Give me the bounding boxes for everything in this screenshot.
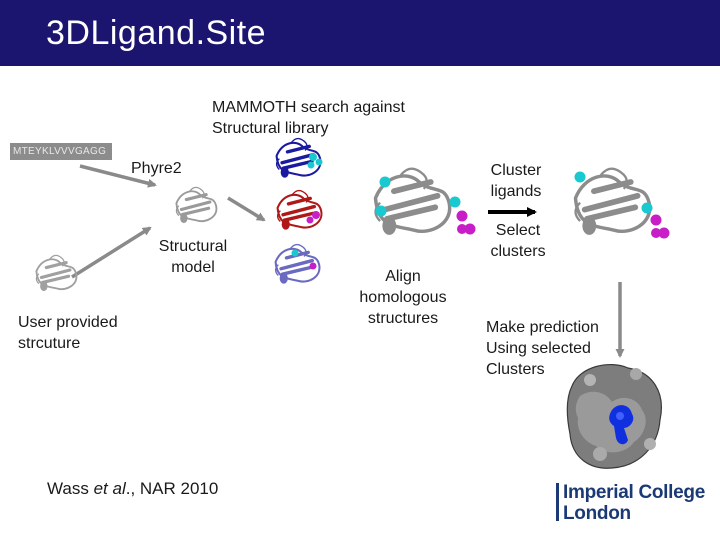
- citation-italic: et al: [93, 479, 126, 498]
- align-label: Align homologous structures: [346, 266, 460, 329]
- predict-label: Make prediction Using selected Clusters: [486, 317, 599, 380]
- search-label: MAMMOTH search against Structural librar…: [212, 97, 405, 139]
- select-label: Select clusters: [480, 220, 556, 262]
- phyre-label: Phyre2: [131, 160, 182, 177]
- select-label-line2: clusters: [490, 243, 546, 260]
- library-hit-red: [275, 188, 324, 232]
- search-label-line2: Structural library: [212, 120, 329, 137]
- title-bar: 3DLigand.Site: [0, 0, 720, 66]
- clustered-structures: [576, 169, 650, 235]
- user-label-line2: strcuture: [18, 335, 81, 352]
- sequence-input: MTEYKLVVVGAGG: [10, 143, 112, 160]
- cluster-label-line2: ligands: [490, 183, 542, 200]
- citation-prefix: Wass: [47, 479, 94, 498]
- predict-label-line3: Clusters: [486, 361, 545, 378]
- select-label-line1: Select: [495, 222, 541, 239]
- predict-label-line1: Make prediction: [486, 319, 599, 336]
- logo-bar: [556, 483, 559, 521]
- model-label-line1: Structural: [158, 238, 228, 255]
- search-label-line1: MAMMOTH search against: [212, 99, 405, 116]
- cluster-label-line1: Cluster: [490, 162, 542, 179]
- structural-model-protein: [174, 185, 218, 225]
- arrow-model-to-library: [227, 196, 266, 222]
- align-label-line2: homologous: [359, 289, 447, 306]
- arrow-seq-to-model: [79, 164, 157, 188]
- align-label-line3: structures: [367, 310, 439, 327]
- arrow-user-to-model: [71, 226, 152, 279]
- citation: Wass et al., NAR 2010: [47, 479, 218, 499]
- align-label-line1: Align: [385, 268, 421, 285]
- page-title: 3DLigand.Site: [46, 14, 267, 52]
- logo-imperial-college: Imperial College: [563, 482, 705, 503]
- logo-london: London: [563, 503, 631, 524]
- predict-label-line2: Using selected: [486, 340, 591, 357]
- cluster-label: Cluster ligands: [478, 160, 554, 202]
- citation-suffix: ., NAR 2010: [125, 479, 219, 498]
- surface-prediction: [566, 364, 662, 469]
- model-label-line2: model: [171, 259, 215, 276]
- user-label-line1: User provided: [18, 314, 118, 331]
- user-label: User provided strcuture: [18, 312, 118, 354]
- user-protein: [34, 253, 78, 293]
- model-label: Structural model: [148, 236, 238, 278]
